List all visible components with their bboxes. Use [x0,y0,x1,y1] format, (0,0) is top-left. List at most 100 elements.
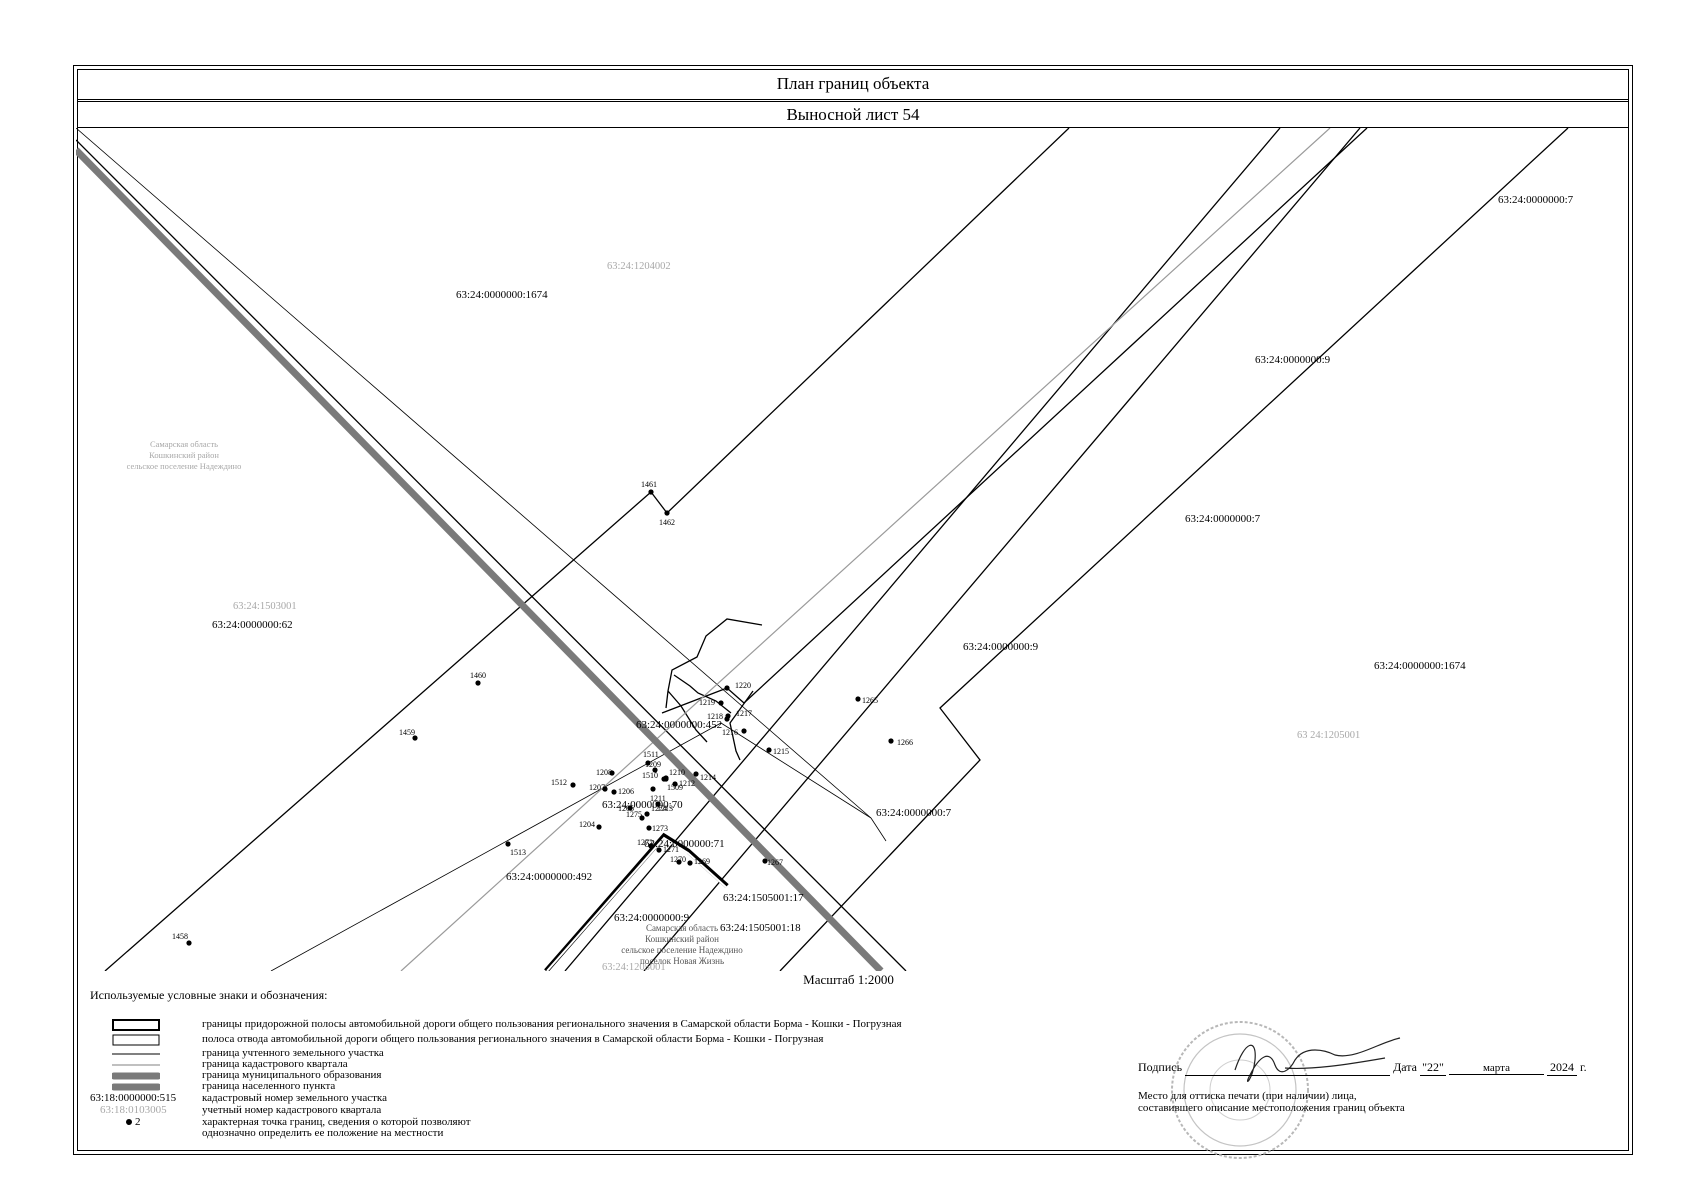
boundary-point-marker [888,738,894,744]
road-strip-line [870,817,887,842]
quarter-label: 63 24:1205001 [1297,730,1360,741]
settlement-labels: Самарская область Кошкинский район сельс… [621,923,743,966]
boundary-point-label: 1458 [172,932,188,941]
boundary-points: 1461146214601459145815111510150915121513… [172,480,913,946]
legend-text: характерная точка границ, сведения о кот… [202,1116,471,1128]
parcel-boundary-line [564,128,1281,971]
quarter-labels: 63:24:1204002 63:24:1503001 63 24:120500… [233,261,1360,971]
plan-frame: План границ объекта Выносной лист 54 [73,65,1633,1155]
seal-stamp-icon [1171,1021,1309,1159]
boundary-point-marker [693,771,699,777]
settlement-boundary-outer [544,832,729,971]
boundary-point-label: 1269 [694,857,710,866]
boundary-point-label: 1211 [650,794,666,803]
boundary-point-label: 1462 [659,518,675,527]
boundary-point-label: 1216 [722,728,738,737]
boundary-point-label: 1214 [700,773,716,782]
date-label: Дата [1393,1060,1417,1074]
boundary-point-label: 1206 [618,787,634,796]
road-strip-line [76,128,872,819]
boundary-point-marker [570,782,576,788]
parcel-label: 63:24:0000000:1674 [456,289,548,301]
boundary-point-marker [596,824,602,830]
municipal-label: Кошкинский район [149,450,219,460]
boundary-point-label: 1207 [589,783,605,792]
quarter-label: 63:24:1204002 [607,261,671,272]
signature-label: Подпись [1138,1060,1183,1074]
quarter-boundary-symbol [112,1064,160,1066]
boundary-point-marker [644,811,650,817]
boundary-point-label: 1209 [645,760,661,769]
boundary-point-label: 1460 [470,671,486,680]
parcel-boundary-line [729,690,754,761]
settlement-label: Кошкинский район [645,934,719,944]
parcel-boundary-line [779,128,1569,971]
boundary-point-label: 1510 [642,771,658,780]
municipal-boundary-symbol [112,1072,160,1080]
municipal-labels: Самарская область Кошкинский район сельс… [127,439,242,471]
date-day: "22" [1420,1060,1446,1076]
date-month: марта [1449,1062,1544,1075]
date-year: 2024 [1547,1060,1577,1076]
boundary-point-label: 1273 [652,824,668,833]
boundary-point-label: 1212 [679,779,695,788]
boundary-point-label: 1265 [862,696,878,705]
boundary-point-marker [186,940,192,946]
parcel-label: 63:24:1505001:17 [723,892,804,904]
municipal-boundary [76,147,884,971]
boundary-point-marker [648,843,654,849]
boundary-point-marker [687,860,693,866]
boundary-point-label: 1213 [657,804,673,813]
boundary-point-marker [741,728,747,734]
boundary-point-label: 1219 [699,698,715,707]
map-scale: Масштаб 1:2000 [803,972,894,987]
municipal-boundary-line [76,147,884,971]
boundary-point-marker [664,510,670,516]
legend-text: граница учтенного земельного участка [202,1047,384,1059]
road-strip-lines [76,128,887,971]
parcel-boundary-line [643,128,1361,971]
legend-text: полоса отвода автомобильной дороги общег… [202,1033,824,1045]
boundary-point-marker [663,775,669,781]
parcel-boundary-line [76,139,907,971]
legend-text: кадастровый номер земельного участка [202,1092,387,1104]
boundary-point-marker [656,847,662,853]
boundary-point-label: 1205 [618,804,634,813]
boundary-point-label: 1270 [670,855,686,864]
signature-icon [1234,1037,1401,1082]
parcel-label: 63:24:0000000:492 [506,871,592,883]
boundary-point-marker [505,841,511,847]
settlement-boundary [544,832,729,971]
boundary-point-marker [645,760,651,766]
parcel-label: 63:24:0000000:9 [963,641,1039,653]
point-marker-icon [126,1119,132,1125]
boundary-point-label: 1210 [669,768,685,777]
boundary-point-marker [855,696,861,702]
legend-sample-parcel-number: 63:18:0000000:515 [90,1092,177,1104]
roadside-strip-symbol [112,1019,160,1031]
signature-block: Подпись Дата "22" марта 2024 г. Место дл… [1138,1060,1587,1114]
settlement-boundary-inner [546,836,728,971]
legend-text: однозначно определить ее положение на ме… [202,1127,444,1139]
boundary-point-marker [676,859,682,865]
boundary-point-marker [672,781,678,787]
right-of-way-symbol [112,1034,160,1046]
date-year-suffix: г. [1580,1060,1587,1074]
parcel-boundary-line [104,491,652,971]
parcel-label: 63:24:0000000:70 [602,799,683,811]
boundary-point-marker [766,747,772,753]
boundary-point-label: 1272 [637,838,653,847]
boundary-point-label: 1266 [897,738,913,747]
quarter-boundary-line [400,128,1331,971]
settlement-label: Самарская область [646,923,718,933]
boundary-point-label: 1512 [551,778,567,787]
boundary-point-marker [648,489,654,495]
boundary-point-marker [646,825,652,831]
boundary-point-label: 1513 [510,848,526,857]
parcel-label: 63:24:0000000:71 [644,838,725,850]
road-strip-line [720,722,872,819]
parcel-boundary-line [650,491,668,514]
legend-text: границы придорожной полосы автомобильной… [202,1018,902,1030]
parcel-label: 63:24:0000000:452 [636,719,722,731]
